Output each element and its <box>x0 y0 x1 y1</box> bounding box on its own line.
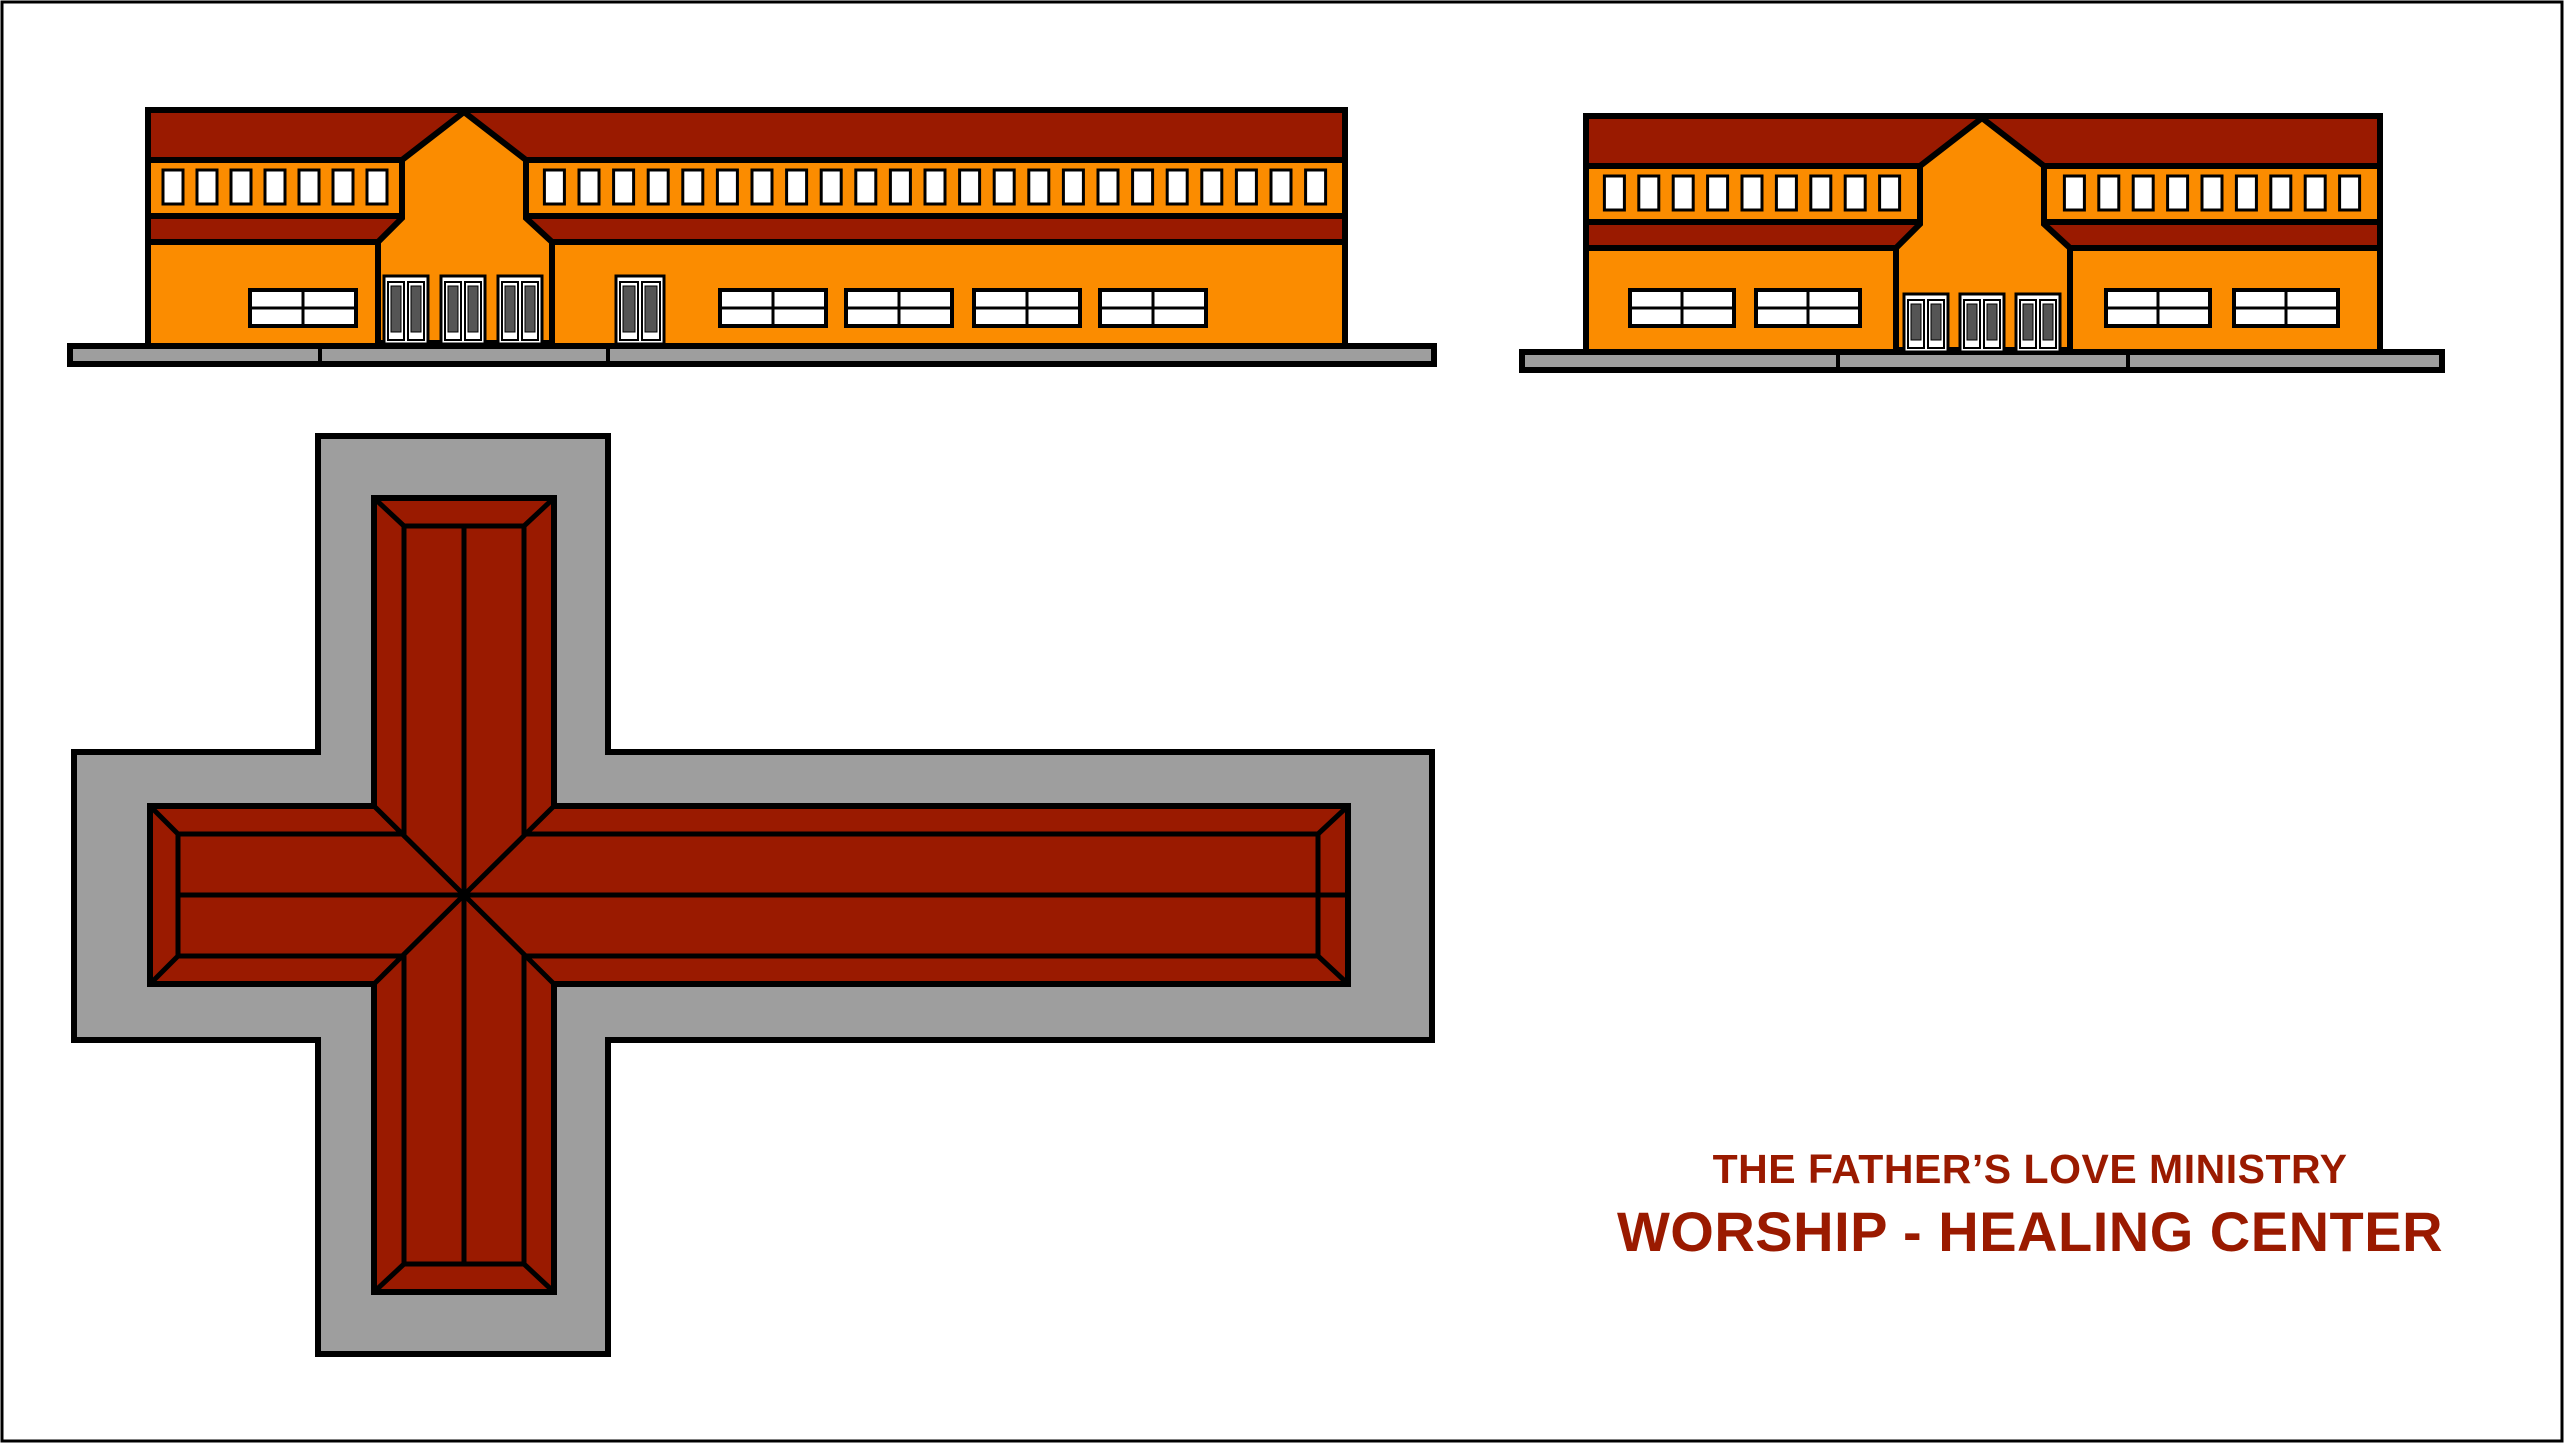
clerestory-window <box>331 168 355 206</box>
door-leaf <box>521 281 539 341</box>
clerestory-window <box>195 168 219 206</box>
clerestory-window <box>646 168 670 206</box>
clerestory-window <box>1843 174 1867 212</box>
door-leaf <box>464 281 482 341</box>
clerestory-window <box>577 168 601 206</box>
door-leaf <box>1983 299 2001 349</box>
clerestory-window <box>923 168 947 206</box>
clerestory-window <box>229 168 253 206</box>
clerestory-window <box>958 168 982 206</box>
clerestory-window <box>1096 168 1120 206</box>
door-leaf <box>501 281 519 341</box>
center-name: WORSHIP - HEALING CENTER <box>1616 1200 2444 1263</box>
door-glass <box>467 285 479 333</box>
clerestory-window <box>161 168 185 206</box>
lower-roof <box>145 213 1348 245</box>
clerestory-window <box>297 168 321 206</box>
clerestory-window <box>1602 174 1626 212</box>
door-leaf <box>641 281 661 341</box>
door-leaf <box>1907 299 1925 349</box>
title-block: THE FATHER’S LOVE MINISTRY WORSHIP - HEA… <box>1560 1140 2500 1266</box>
clerestory-window <box>2166 174 2190 212</box>
clerestory-window <box>1200 168 1224 206</box>
clerestory-window <box>612 168 636 206</box>
clerestory-wall <box>145 157 1348 219</box>
clerestory-window <box>819 168 843 206</box>
clerestory-window <box>1027 168 1051 206</box>
side-elevation <box>1519 113 2445 373</box>
clerestory-window <box>2062 174 2086 212</box>
door-glass <box>447 285 459 333</box>
clerestory-window <box>854 168 878 206</box>
door-glass <box>1930 303 1942 341</box>
clerestory-window <box>888 168 912 206</box>
door-glass <box>2042 303 2054 341</box>
clerestory-window <box>1637 174 1661 212</box>
door-glass <box>410 285 422 333</box>
door-glass <box>390 285 402 333</box>
hip-line <box>1316 804 1350 836</box>
clerestory-window <box>715 168 739 206</box>
door-glass <box>524 285 536 333</box>
clerestory-window <box>1774 174 1798 212</box>
entrance-gable <box>1893 114 2073 353</box>
door-leaf <box>2039 299 2057 349</box>
hip-line <box>372 496 406 528</box>
clerestory-window <box>1269 168 1293 206</box>
door-leaf <box>407 281 425 341</box>
hip-line <box>148 804 180 836</box>
door-glass <box>1986 303 1998 341</box>
door-glass <box>644 285 658 333</box>
clerestory-window <box>2303 174 2327 212</box>
clerestory-window <box>1706 174 1730 212</box>
clerestory-window <box>2234 174 2258 212</box>
clerestory-window <box>785 168 809 206</box>
door-leaf <box>387 281 405 341</box>
clerestory-window <box>750 168 774 206</box>
front-elevation <box>67 107 1437 367</box>
clerestory-window <box>542 168 566 206</box>
door-leaf <box>444 281 462 341</box>
hip-line <box>1316 954 1350 986</box>
clerestory-window <box>1234 168 1258 206</box>
hip-line <box>148 954 180 986</box>
clerestory-window <box>2338 174 2362 212</box>
clerestory-window <box>2131 174 2155 212</box>
valley-line <box>372 804 466 897</box>
upper-roof <box>145 107 1348 163</box>
door-leaf <box>619 281 639 341</box>
valley-line <box>462 804 556 897</box>
door-glass <box>622 285 636 333</box>
ministry-name: THE FATHER’S LOVE MINISTRY <box>1712 1146 2348 1192</box>
clerestory-window <box>1740 174 1764 212</box>
door-glass <box>1966 303 1978 341</box>
clerestory-window <box>681 168 705 206</box>
clerestory-window <box>1131 168 1155 206</box>
door-leaf <box>2019 299 2037 349</box>
door-leaf <box>1963 299 1981 349</box>
door-glass <box>2022 303 2034 341</box>
clerestory-window <box>1165 168 1189 206</box>
hip-line <box>522 496 556 528</box>
clerestory-window <box>992 168 1016 206</box>
clerestory-window <box>2269 174 2293 212</box>
hip-line <box>372 1262 406 1294</box>
door-leaf <box>1927 299 1945 349</box>
hip-line <box>522 1262 556 1294</box>
clerestory-window <box>365 168 389 206</box>
clerestory-window <box>2200 174 2224 212</box>
clerestory-window <box>1304 168 1328 206</box>
clerestory-window <box>2097 174 2121 212</box>
clerestory-window <box>1061 168 1085 206</box>
clerestory-window <box>263 168 287 206</box>
door-glass <box>504 285 516 333</box>
door-glass <box>1910 303 1922 341</box>
roof-plan <box>71 433 1435 1357</box>
clerestory-window <box>1671 174 1695 212</box>
valley-line <box>372 893 466 986</box>
clerestory-window <box>1878 174 1902 212</box>
valley-line <box>462 893 556 986</box>
clerestory-window <box>1809 174 1833 212</box>
